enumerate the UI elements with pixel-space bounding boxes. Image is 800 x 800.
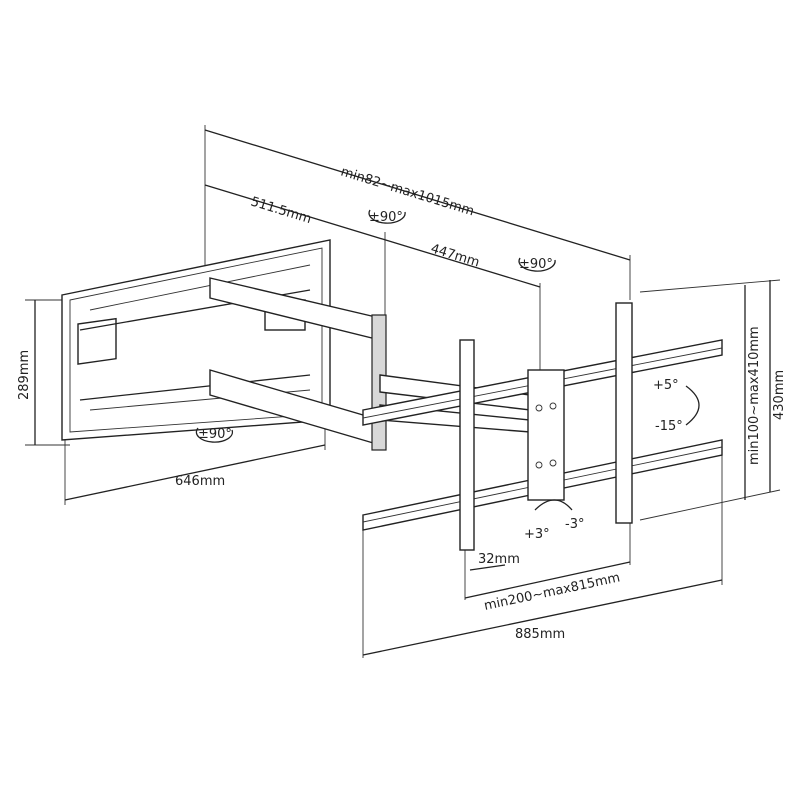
label-wall-plate-width: 646mm [175, 474, 225, 489]
label-arm-segment-1: 511.5mm [249, 194, 313, 227]
dimension-lines [34, 129, 771, 656]
label-wall-plate-height: 289mm [17, 350, 32, 400]
label-tilt-down: -15° [655, 419, 683, 434]
label-level-minus: -3° [565, 517, 584, 532]
label-rail-length: 430mm [772, 370, 787, 420]
center-plate [527, 369, 565, 501]
rotation-arrows [195, 209, 700, 511]
label-tilt-up: +5° [653, 378, 679, 393]
label-rail-width: 32mm [478, 552, 520, 567]
label-swivel-top-left: ±90° [369, 210, 403, 225]
label-rail-spacing: min100~max410mm [747, 326, 762, 465]
label-level-plus: +3° [524, 527, 550, 542]
label-swivel-top-right: ±90° [519, 257, 553, 272]
vertical-rails [459, 302, 633, 551]
label-swivel-wall: ±90° [198, 427, 232, 442]
label-hole-spacing: min200~max815mm [483, 570, 622, 614]
label-cross-bar-length: 885mm [515, 627, 565, 642]
label-arm-extension: min82~max1015mm [339, 164, 476, 219]
extension-lines [25, 125, 781, 658]
label-arm-segment-2: 447mm [429, 241, 481, 270]
